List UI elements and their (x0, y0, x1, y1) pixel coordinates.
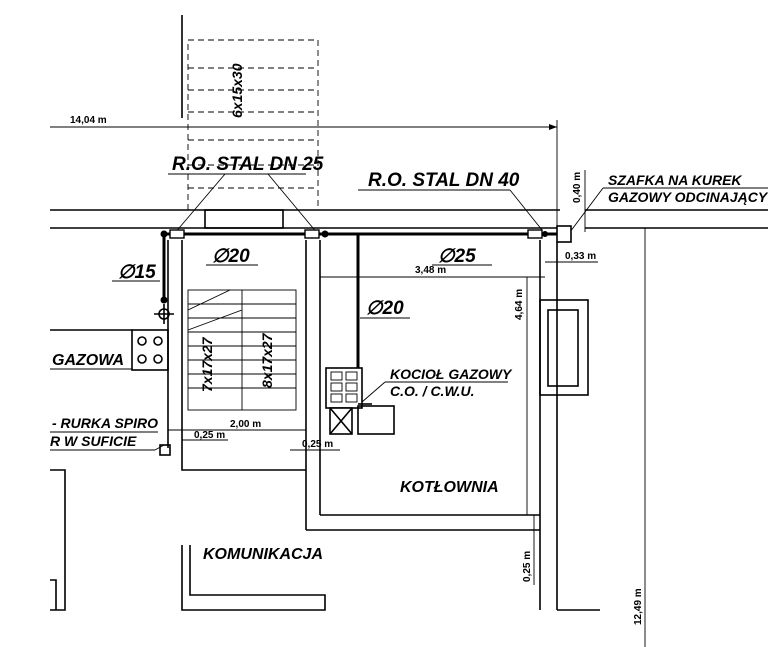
top-stair (181, 15, 319, 211)
label-szafka-line1: SZAFKA NA KUREK (608, 172, 742, 188)
label-dia25: ∅25 (438, 246, 476, 267)
dim-0-25-c: 0,25 m (522, 551, 533, 582)
dim-4-64: 4,64 m (514, 289, 525, 320)
gas-boiler (325, 367, 395, 435)
label-kociol-line2: C.O. / C.W.U. (390, 383, 475, 399)
label-dia20-top: ∅20 (212, 246, 250, 267)
stair-label-left: 7x17x27 (199, 336, 215, 392)
dim-14-04: 14,04 m (70, 115, 107, 126)
label-gazowa: GAZOWA (52, 352, 124, 369)
label-stal-dn25: R.O. STAL DN 25 (172, 154, 324, 175)
dim-0-25-b: 0,25 m (302, 439, 333, 450)
dim-3-48: 3,48 m (415, 265, 446, 276)
dim-12-49: 12,49 m (633, 588, 644, 625)
gas-main-pipe (160, 229, 560, 408)
label-kociol-line1: KOCIOŁ GAZOWY (390, 366, 513, 382)
exterior-wall (50, 209, 768, 229)
label-szafka-line2: GAZOWY ODCINAJĄCY (608, 189, 768, 205)
gas-stove (131, 304, 174, 371)
dim-0-33: 0,33 m (565, 251, 596, 262)
dim-2-00: 2,00 m (230, 419, 261, 430)
label-dia15: ∅15 (118, 262, 156, 283)
stair-label-right: 8x17x27 (259, 332, 275, 388)
boiler-room-walls (305, 240, 600, 611)
dim-0-40: 0,40 m (572, 172, 583, 203)
lower-walls (50, 440, 326, 611)
stair-label-top: 6x15x30 (229, 63, 245, 118)
left-stair (167, 240, 297, 448)
label-stal-dn40: R.O. STAL DN 40 (368, 170, 520, 191)
label-dia20-vertical: ∅20 (366, 298, 404, 319)
dim-0-25-a: 0,25 m (194, 430, 225, 441)
dimension-14-04 (50, 120, 558, 232)
label-rurka-line1: - RURKA SPIRO (52, 415, 158, 431)
label-rurka-line2: R W SUFICIE (50, 433, 137, 449)
gas-cabinet (556, 225, 572, 243)
label-kotlownia: KOTŁOWNIA (400, 479, 499, 496)
label-komunikacja: KOMUNIKACJA (203, 546, 323, 563)
